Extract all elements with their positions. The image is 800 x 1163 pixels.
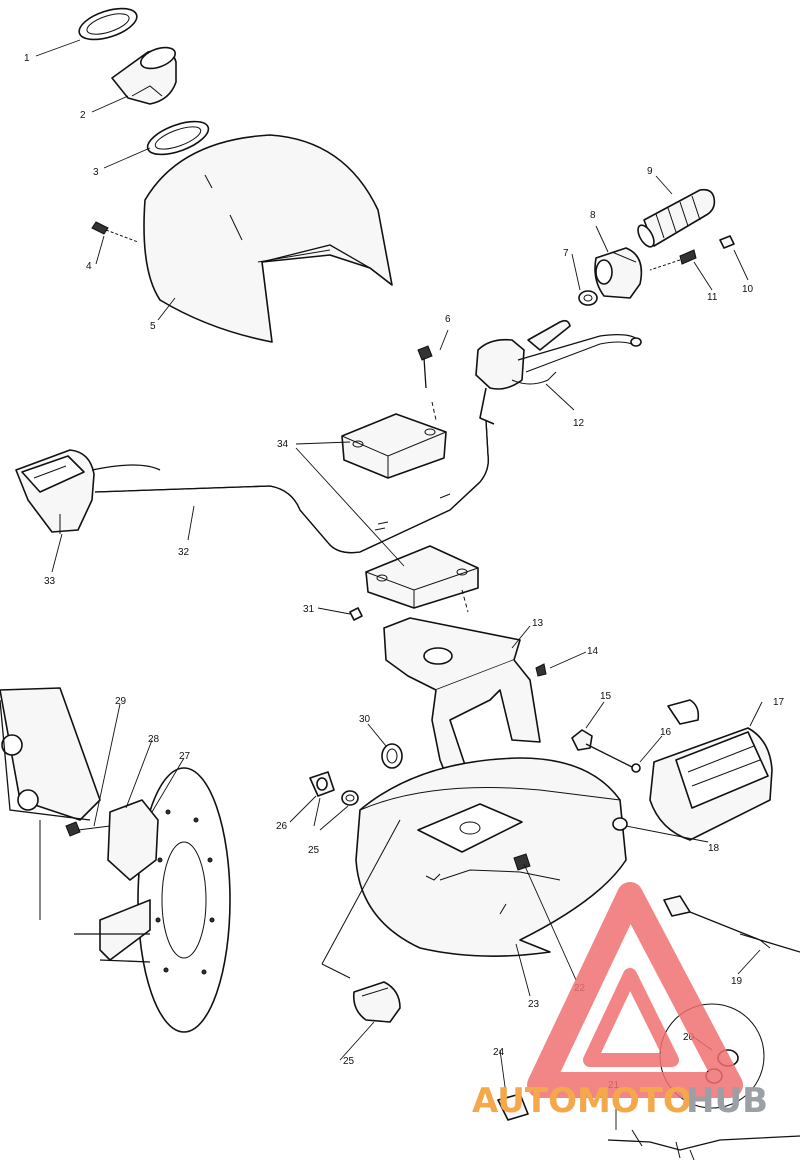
callout-33: 33 (44, 576, 56, 587)
part-clip-24 (497, 1093, 529, 1121)
callout-10: 10 (742, 284, 754, 295)
part-speedo-cable-19 (663, 895, 800, 953)
part-fork-frame (0, 687, 101, 920)
part-grommet-30 (381, 743, 403, 769)
callout-12: 12 (573, 418, 585, 429)
callout-18: 18 (708, 843, 720, 854)
leader-lines (35, 39, 763, 1130)
part-socket-26 (309, 771, 335, 797)
part-bulb-17 (667, 699, 700, 725)
callout-2: 2 (80, 110, 86, 121)
part-throttle-housing-8 (594, 247, 643, 299)
watermark-brand-text: AUTOMOTO HUB (472, 1081, 768, 1121)
part-socket-25-lower (352, 981, 401, 1023)
callout-11: 11 (707, 292, 718, 303)
callout-1: 1 (24, 53, 30, 64)
part-plug-10 (719, 235, 735, 249)
callout-6: 6 (445, 314, 451, 325)
callout-31: 31 (303, 604, 315, 615)
part-screw-4 (91, 221, 139, 243)
part-bracket-13 (383, 617, 541, 791)
part-wire-harness-21 (607, 1129, 800, 1161)
callout-7: 7 (563, 248, 569, 259)
watermark-text-automoto: AUTOMOTO (472, 1081, 692, 1121)
callout-9: 9 (647, 166, 653, 177)
part-caliper-28 (74, 799, 159, 963)
part-screw-11 (649, 249, 697, 271)
part-seal-18 (612, 817, 628, 831)
part-lower-clamp-34 (365, 545, 479, 609)
callout-27: 27 (179, 751, 191, 762)
part-nut-31 (349, 607, 363, 621)
part-bolt-29 (65, 821, 111, 837)
callout-32: 32 (178, 547, 190, 558)
callout-30: 30 (359, 714, 371, 725)
callout-19: 19 (731, 976, 743, 987)
part-nut-22 (513, 853, 531, 871)
callout-13: 13 (532, 618, 544, 629)
part-washer-7 (578, 290, 598, 306)
callout-17: 17 (773, 697, 785, 708)
callout-5: 5 (150, 321, 156, 332)
callout-25: 25 (308, 845, 320, 856)
watermark-logo (527, 882, 743, 1098)
callout-15: 15 (600, 691, 612, 702)
callout-14: 14 (587, 646, 599, 657)
callout-3: 3 (93, 167, 99, 178)
callout-4: 4 (86, 261, 92, 272)
part-screw-14 (535, 663, 547, 677)
part-grip-9 (637, 188, 716, 248)
callout-34: 34 (277, 439, 289, 450)
part-handlebar-32 (94, 419, 489, 554)
part-master-cylinder-33 (15, 449, 161, 534)
part-upper-clamp-34 (341, 413, 447, 479)
part-headlight-body-23 (355, 757, 627, 957)
part-grommet-25 (341, 790, 359, 806)
part-brake-disc-27 (137, 767, 231, 1033)
part-bolt-6 (417, 345, 433, 389)
part-brake-lever-12 (475, 319, 642, 425)
part-adjuster-15 (571, 729, 641, 773)
callout-8: 8 (590, 210, 596, 221)
callout-26: 26 (276, 821, 288, 832)
callout-25-lower: 25 (343, 1056, 355, 1067)
callout-29: 29 (115, 696, 127, 707)
callout-24: 24 (493, 1047, 505, 1058)
callout-20: 20 (683, 1032, 695, 1043)
callout-labels: 1 2 3 4 5 6 7 8 9 10 11 12 13 14 15 16 1… (24, 53, 785, 1091)
part-headlight-17 (649, 727, 773, 841)
callout-23: 23 (528, 999, 540, 1010)
watermark-text-hub: HUB (686, 1081, 768, 1121)
callout-16: 16 (660, 727, 672, 738)
part-pod-cover-5 (143, 134, 393, 343)
part-cap-2 (111, 46, 177, 105)
callout-28: 28 (148, 734, 160, 745)
part-ring-1 (78, 7, 138, 41)
